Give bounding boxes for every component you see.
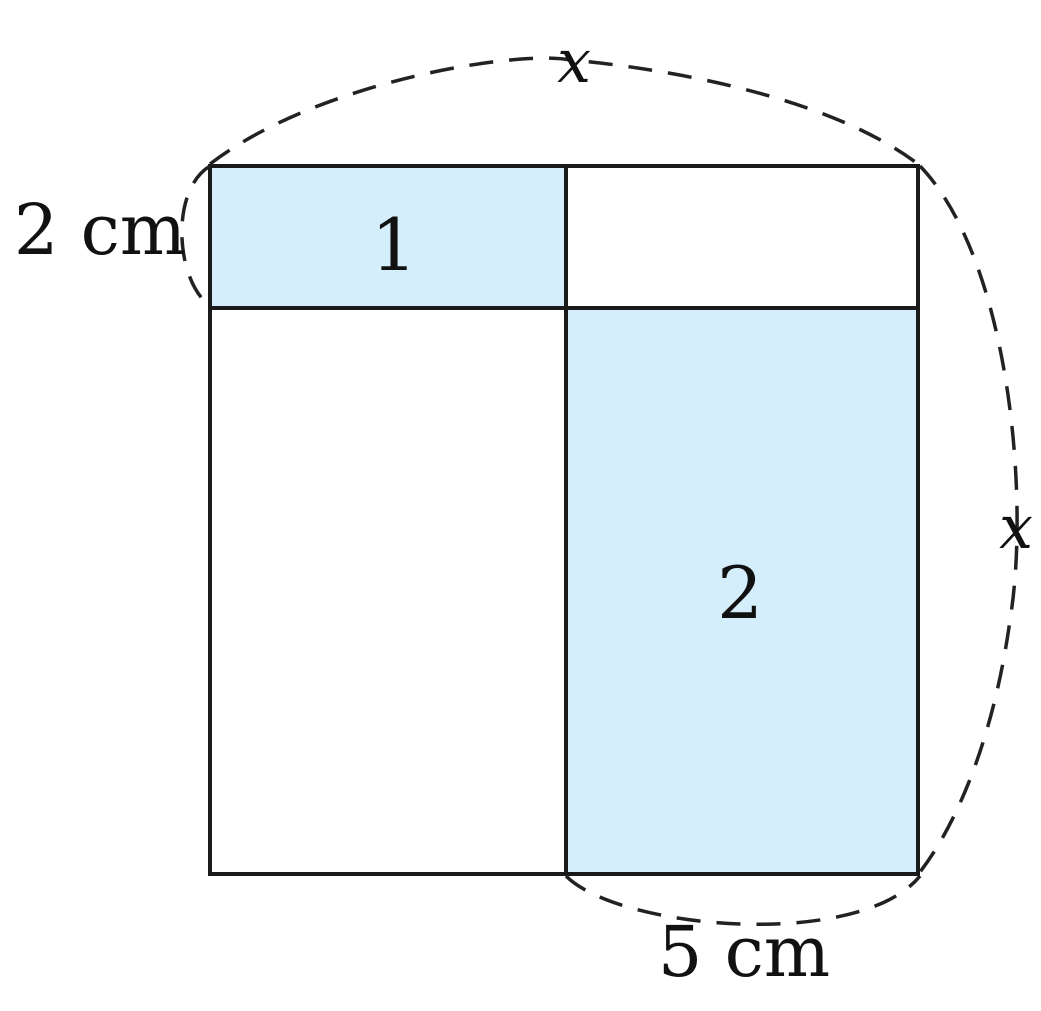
region-1-shaded [208,164,568,310]
top-side-label: x [557,27,591,97]
left-segment-dashed-brace [180,164,212,308]
right-side-dashed-brace [918,164,1019,874]
left-segment-label: 2 cm [14,189,186,271]
top-right-blank-region [564,164,920,310]
bottom-left-blank-region [208,306,568,876]
bottom-segment-label: 5 cm [658,911,830,993]
region-1-label: 1 [371,203,417,287]
top-side-dashed-brace [208,56,920,166]
right-side-label: x [999,493,1033,563]
region-2-shaded [564,306,920,876]
bottom-segment-dashed-brace [564,874,922,926]
region-2-label: 2 [717,551,763,635]
